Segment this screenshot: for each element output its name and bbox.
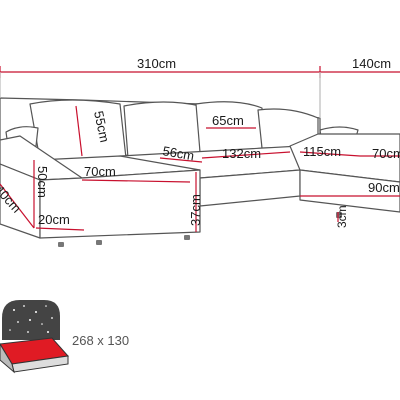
sofa-outline [0, 97, 400, 239]
label-back-height: 55cm [91, 110, 112, 144]
label-seat-height: 37cm [188, 194, 203, 226]
label-back-cushion: 65cm [212, 113, 244, 128]
label-chaise-length: 115cm [303, 144, 341, 159]
label-leg-height: 3cm [335, 205, 349, 228]
chaise-front [299, 169, 400, 213]
chaise-top [289, 133, 400, 183]
label-arm-width: 70cm [372, 146, 400, 161]
sofa-legs [58, 212, 342, 247]
label-seat-left: 70cm [84, 164, 116, 179]
label-center-width: 132cm [222, 146, 261, 161]
label-chaise-depth: 90cm [368, 180, 400, 195]
dimension-labels: 310cm 140cm 55cm 65cm 56cm 132cm 115cm 7… [0, 56, 400, 228]
sofa-bed-icon [0, 300, 69, 374]
label-arm-depth: 20cm [38, 212, 70, 227]
label-side-length: 140cm [352, 56, 391, 71]
leg [184, 235, 190, 240]
label-total-width: 310cm [137, 56, 176, 71]
label-seat-depth: 56cm [161, 143, 195, 163]
leg [96, 240, 102, 245]
label-arm-height: 50cm [35, 166, 50, 198]
leg [58, 242, 64, 247]
bed-size-label: 268 x 130 [72, 333, 129, 348]
dimension-lines [0, 66, 400, 232]
